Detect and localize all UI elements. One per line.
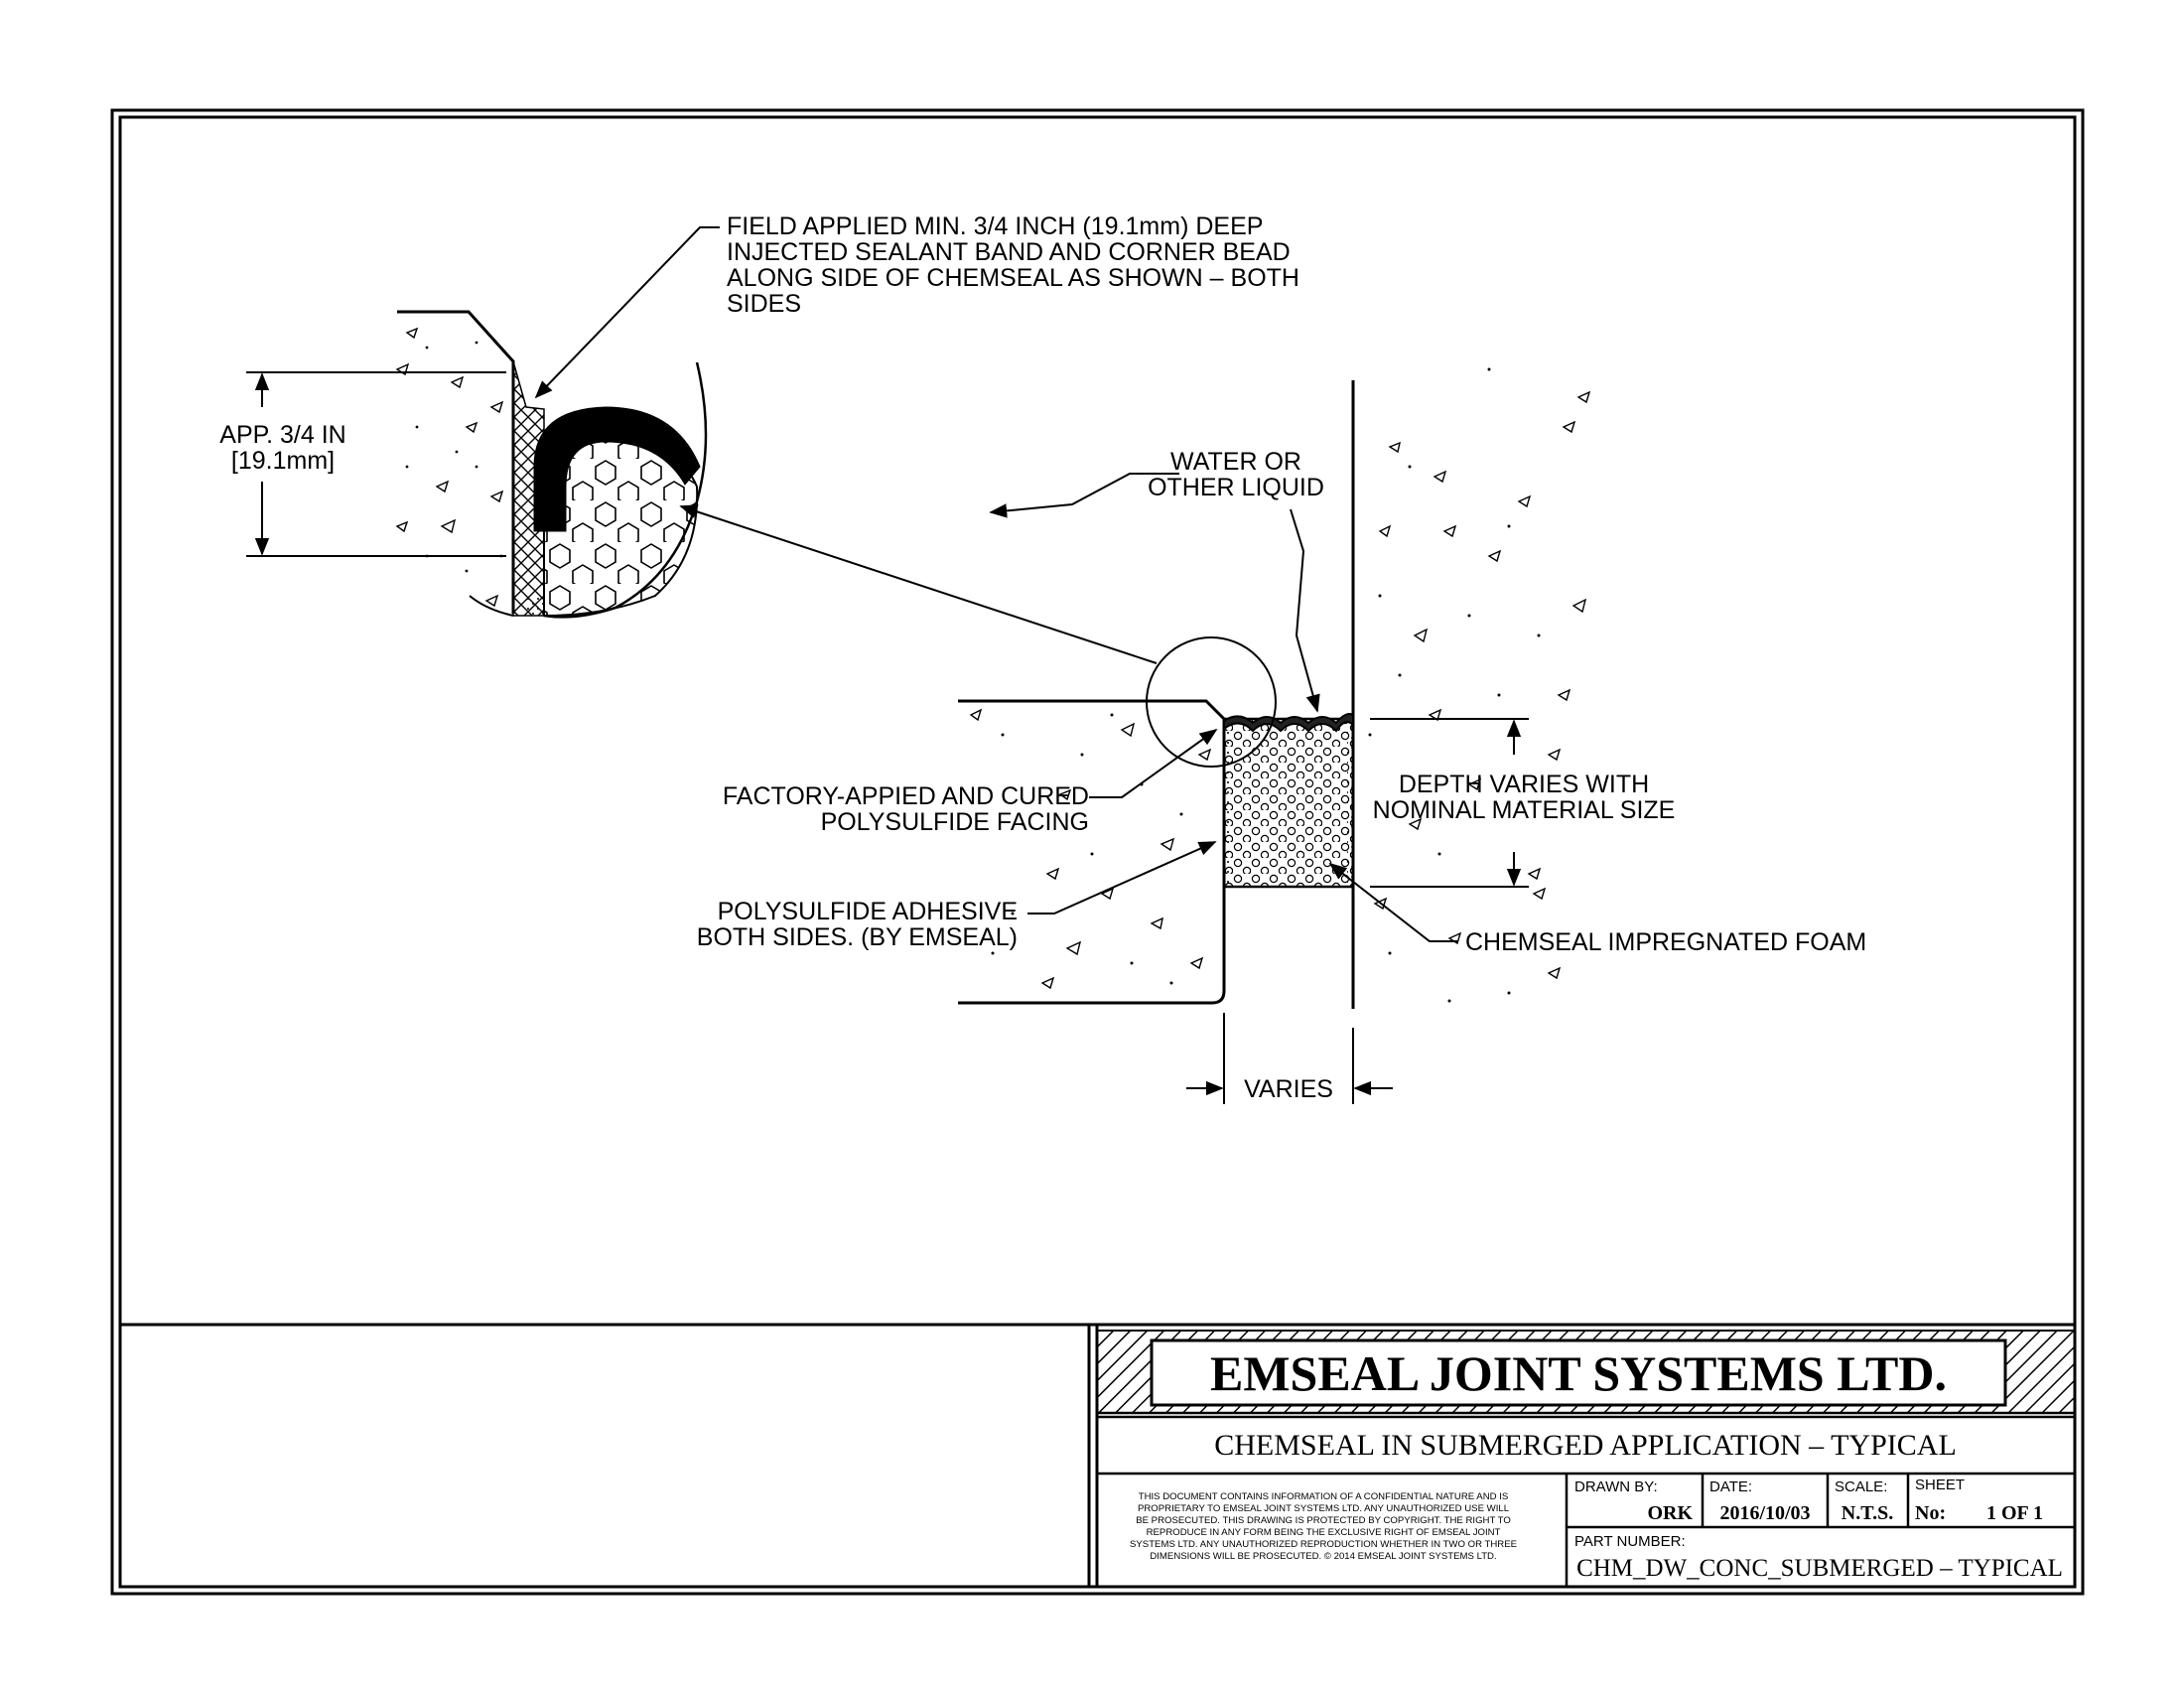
field-sealant-line-1: FIELD APPLIED MIN. 3/4 INCH (19.1mm) DEE…: [727, 212, 1263, 240]
svg-text:[19.1mm]: [19.1mm]: [231, 447, 335, 475]
svg-text:WATER OR: WATER OR: [1170, 448, 1301, 476]
svg-text:VARIES: VARIES: [1244, 1075, 1333, 1103]
svg-text:NOMINAL MATERIAL SIZE: NOMINAL MATERIAL SIZE: [1373, 796, 1676, 824]
field-sealant-line-4: SIDES: [727, 290, 801, 318]
date-label: DATE:: [1709, 1478, 1752, 1495]
svg-text:CHEMSEAL IMPREGNATED FOAM: CHEMSEAL IMPREGNATED FOAM: [1465, 928, 1866, 956]
svg-text:SIDES: SIDES: [727, 290, 801, 318]
sheet-no-label: No:: [1915, 1502, 1946, 1524]
svg-text:REPRODUCE IN ANY FORM BEING TH: REPRODUCE IN ANY FORM BEING THE EXCLUSIV…: [1147, 1527, 1501, 1538]
drawing-title: CHEMSEAL IN SUBMERGED APPLICATION – TYPI…: [1214, 1429, 1957, 1462]
diagram-labels: FIELD APPLIED MIN. 3/4 INCH (19.1mm) DEE…: [219, 212, 1866, 1103]
detail-callout-circle: [1146, 636, 1277, 768]
svg-text:DEPTH VARIES WITH: DEPTH VARIES WITH: [1399, 771, 1649, 798]
depth-line-1: DEPTH VARIES WITH: [1399, 771, 1649, 798]
enlarged-detail: [246, 310, 708, 619]
sheet-label: SHEET: [1915, 1477, 1965, 1493]
chemseal-foam: [1222, 713, 1355, 889]
svg-text:PROPRIETARY TO EMSEAL JOINT SY: PROPRIETARY TO EMSEAL JOINT SYSTEMS LTD.…: [1138, 1503, 1510, 1514]
water-line-2: OTHER LIQUID: [1148, 474, 1324, 501]
svg-text:BOTH SIDES. (BY EMSEAL): BOTH SIDES. (BY EMSEAL): [697, 923, 1018, 951]
varies-dimension: [1186, 1013, 1393, 1104]
svg-text:POLYSULFIDE FACING: POLYSULFIDE FACING: [821, 808, 1089, 836]
drawn-by-value: ORK: [1647, 1502, 1693, 1524]
svg-text:SYSTEMS LTD. ANY UNAUTHORIZED: SYSTEMS LTD. ANY UNAUTHORIZED REPRODUCTI…: [1130, 1539, 1517, 1550]
date-value: 2016/10/03: [1719, 1502, 1810, 1524]
field-sealant-line-2: INJECTED SEALANT BAND AND CORNER BEAD: [727, 238, 1291, 266]
factory-facing-line-1: FACTORY-APPIED AND CURED: [723, 782, 1089, 810]
water-line-1: WATER OR: [1170, 448, 1301, 476]
scale-value: N.T.S.: [1842, 1502, 1893, 1524]
part-number-value: CHM_DW_CONC_SUBMERGED – TYPICAL: [1576, 1555, 2063, 1582]
depth-dimension: [1370, 718, 1529, 888]
field-sealant-line-3: ALONG SIDE OF CHEMSEAL AS SHOWN – BOTH: [727, 264, 1299, 292]
depth-line-2: NOMINAL MATERIAL SIZE: [1373, 796, 1676, 824]
svg-text:FIELD APPLIED MIN. 3/4 INCH (1: FIELD APPLIED MIN. 3/4 INCH (19.1mm) DEE…: [727, 212, 1263, 240]
svg-text:THIS DOCUMENT CONTAINS INFORMA: THIS DOCUMENT CONTAINS INFORMATION OF A …: [1139, 1491, 1509, 1502]
legal-notice: THIS DOCUMENT CONTAINS INFORMATION OF A …: [1130, 1491, 1517, 1562]
adhesive-line-2: BOTH SIDES. (BY EMSEAL): [697, 923, 1018, 951]
drawn-by-label: DRAWN BY:: [1574, 1478, 1658, 1495]
varies-label: VARIES: [1244, 1075, 1333, 1103]
factory-facing-line-2: POLYSULFIDE FACING: [821, 808, 1089, 836]
right-concrete-slab: [1351, 367, 1591, 1009]
left-concrete-slab: [958, 699, 1226, 1005]
detail-arrow: [679, 504, 1158, 664]
adhesive-line-1: POLYSULFIDE ADHESIVE: [718, 898, 1018, 925]
app-dim-line-1: APP. 3/4 IN: [219, 421, 345, 449]
scale-label: SCALE:: [1835, 1478, 1887, 1495]
app-dim-line-2: [19.1mm]: [231, 447, 335, 475]
svg-text:OTHER LIQUID: OTHER LIQUID: [1148, 474, 1324, 501]
foam-label: CHEMSEAL IMPREGNATED FOAM: [1465, 928, 1866, 956]
title-block: EMSEAL JOINT SYSTEMS LTD. CHEMSEAL IN SU…: [1096, 1330, 2076, 1587]
svg-text:APP. 3/4 IN: APP. 3/4 IN: [219, 421, 345, 449]
svg-text:BE PROSECUTED. THIS DRAWING IS: BE PROSECUTED. THIS DRAWING IS PROTECTED…: [1136, 1515, 1511, 1526]
svg-text:INJECTED SEALANT BAND AND CORN: INJECTED SEALANT BAND AND CORNER BEAD: [727, 238, 1291, 266]
sheet-no-value: 1 OF 1: [1986, 1502, 2043, 1524]
sheet-border: [110, 108, 2085, 1596]
joint-section: [534, 226, 1591, 1104]
app-dimension: [246, 371, 506, 557]
svg-text:ALONG SIDE OF CHEMSEAL AS SHOW: ALONG SIDE OF CHEMSEAL AS SHOWN – BOTH: [727, 264, 1299, 292]
svg-text:POLYSULFIDE ADHESIVE: POLYSULFIDE ADHESIVE: [718, 898, 1018, 925]
company-name: EMSEAL JOINT SYSTEMS LTD.: [1210, 1345, 1947, 1401]
svg-text:DIMENSIONS WILL BE PROSECUTED.: DIMENSIONS WILL BE PROSECUTED. © 2014 EM…: [1150, 1551, 1496, 1562]
part-number-label: PART NUMBER:: [1574, 1533, 1686, 1550]
leader-lines: [534, 226, 1457, 942]
svg-text:FACTORY-APPIED AND CURED: FACTORY-APPIED AND CURED: [723, 782, 1089, 810]
